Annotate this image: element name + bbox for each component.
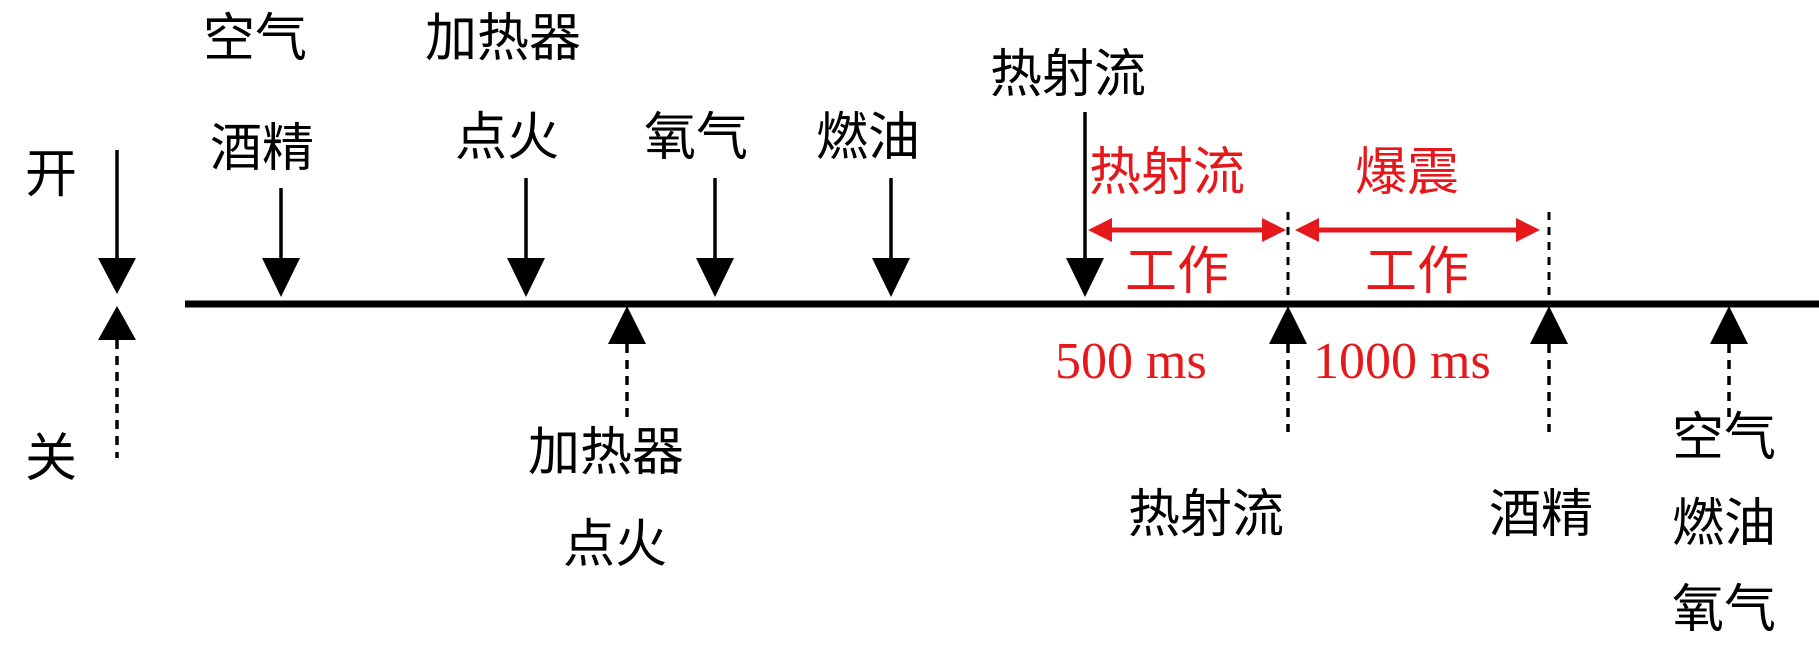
legend-off-label: 关: [25, 429, 77, 489]
on-jet-label: 热射流: [990, 45, 1146, 105]
off-jet-label: 热射流: [1128, 485, 1284, 545]
on-air-label: 空气: [203, 9, 307, 69]
off-oxygen-label: 氧气: [1672, 580, 1776, 640]
off-event-jet: 热射流: [1128, 212, 1307, 545]
off-event-air-fuel-oxygen: 空气 燃油 氧气: [1672, 306, 1776, 640]
phase-jet-label: 热射流: [1089, 143, 1245, 203]
legend-off-arrow: [98, 306, 136, 458]
phase-jet: 热射流 工作 500 ms: [1055, 143, 1286, 390]
on-alcohol-label: 酒精: [210, 119, 314, 179]
off-event-alcohol: 酒精: [1489, 212, 1593, 545]
on-event-air-alcohol: 空气 酒精: [203, 9, 314, 297]
phase-deton-duration: 1000 ms: [1313, 333, 1491, 390]
legend-on-arrow: [98, 150, 136, 294]
on-event-fuel: 燃油: [816, 108, 920, 297]
off-alcohol-label: 酒精: [1489, 485, 1593, 545]
on-ignition-label: 点火: [455, 108, 559, 168]
on-event-oxygen: 氧气: [644, 108, 748, 297]
on-oxygen-label: 氧气: [644, 108, 748, 168]
off-heater-label: 加热器: [528, 423, 684, 483]
off-fuel-label: 燃油: [1672, 494, 1776, 554]
on-event-jet: 热射流: [990, 45, 1146, 297]
legend-on-label: 开: [25, 145, 77, 205]
off-event-heater-ignition: 加热器 点火: [528, 306, 684, 575]
phase-jet-duration: 500 ms: [1055, 333, 1207, 390]
phase-jet-work-label: 工作: [1125, 242, 1229, 302]
on-fuel-label: 燃油: [816, 108, 920, 168]
phase-deton-label: 爆震: [1355, 143, 1459, 203]
off-air-label: 空气: [1672, 408, 1776, 468]
phase-detonation: 爆震 工作 1000 ms: [1295, 143, 1540, 390]
phase-deton-work-label: 工作: [1365, 242, 1469, 302]
off-ignition-label: 点火: [563, 515, 667, 575]
on-heater-label: 加热器: [425, 9, 581, 69]
on-event-heater-ignition: 加热器 点火: [425, 9, 581, 297]
